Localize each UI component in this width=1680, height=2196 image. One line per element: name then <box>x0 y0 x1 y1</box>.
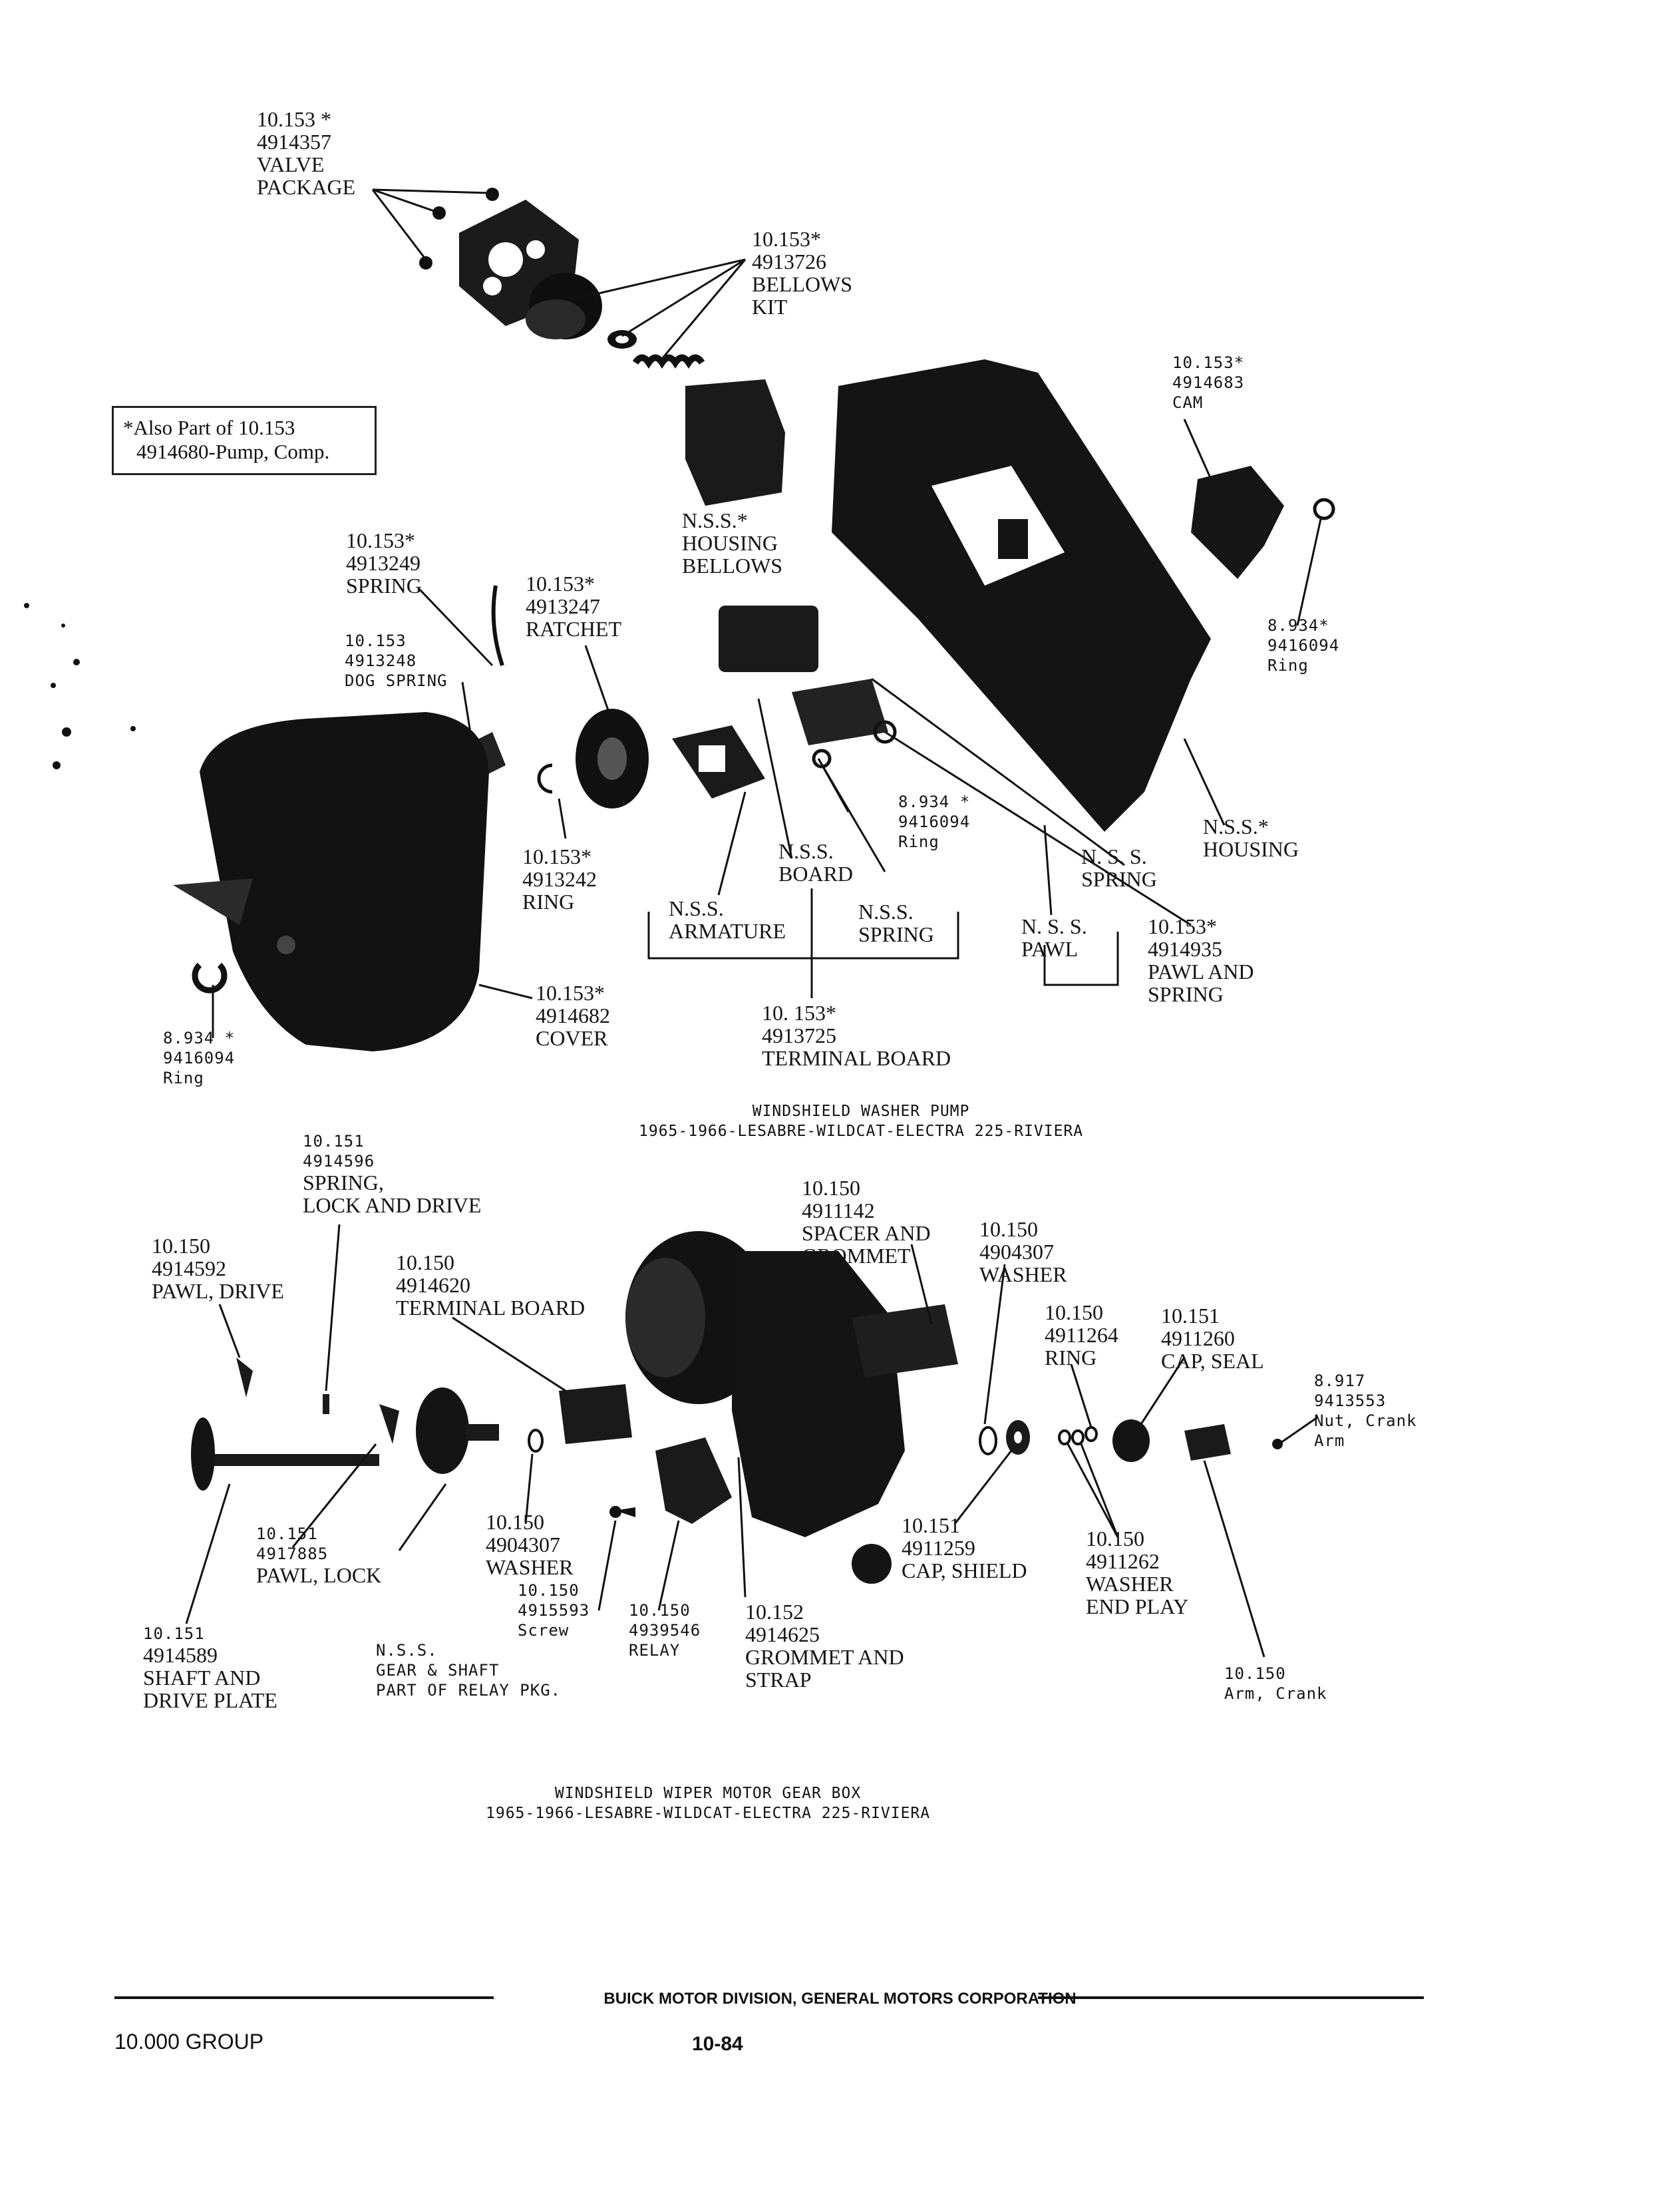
label-spring-nss-right: N. S. S.SPRING <box>1081 844 1157 891</box>
wiper-gearbox-illustration <box>191 1231 1283 1584</box>
washer-pump-illustration <box>173 188 1335 1051</box>
footer-company: BUICK MOTOR DIVISION, GENERAL MOTORS COR… <box>603 1990 1077 2008</box>
wiper-leader-lines <box>185 1224 1318 1658</box>
scan-specks <box>24 603 136 769</box>
footer-rule-right <box>1038 1996 1424 1999</box>
label-spring-nss: N.S.S.SPRING <box>858 900 934 946</box>
footer-group: 10.000 GROUP <box>114 2030 264 2054</box>
also-part-note: *Also Part of 10.153 4914680-Pump, Comp. <box>112 406 377 475</box>
label-pawl-nss: N. S. S.PAWL <box>1021 914 1087 961</box>
footer-rule-left <box>114 1996 494 1999</box>
note-line-1: *Also Part of 10.153 <box>123 416 295 439</box>
label-armature: N.S.S.ARMATURE <box>669 896 786 943</box>
pump-leader-lines <box>212 188 1322 1038</box>
note-line-2: 4914680-Pump, Comp. <box>136 440 330 463</box>
footer-page-number: 10-84 <box>692 2033 743 2055</box>
label-board: N.S.S.BOARD <box>778 839 854 886</box>
label-housing-nss: N.S.S.*HOUSING <box>1203 815 1299 861</box>
